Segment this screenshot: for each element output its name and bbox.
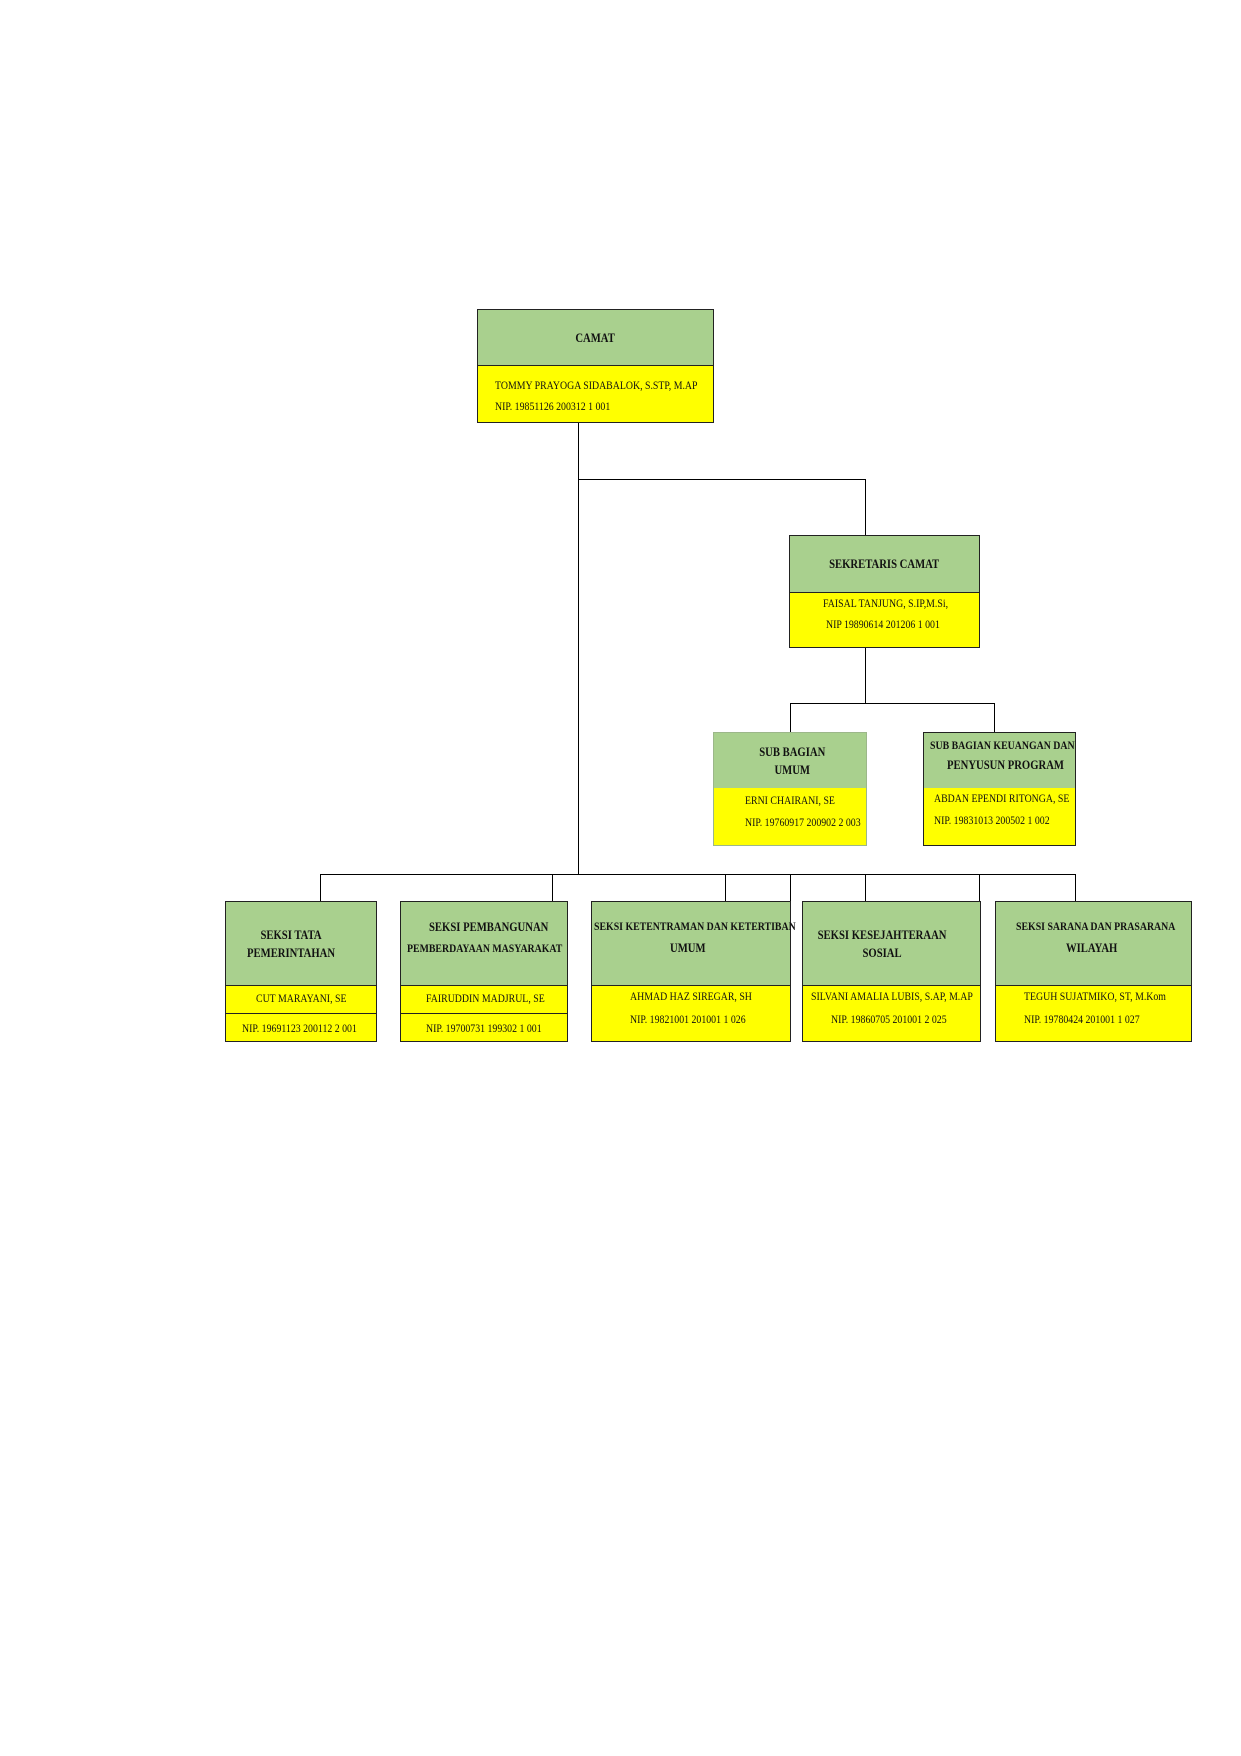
connector-seksi-v3 xyxy=(725,874,726,902)
sub-keuangan-header: SUB BAGIAN KEUANGAN DAN PENYUSUN PROGRAM xyxy=(924,733,1075,788)
sub-keuangan-nip: NIP. 19831013 200502 1 002 xyxy=(934,813,1050,827)
connector-seksi-v6 xyxy=(979,874,980,902)
connector-camat-sekretaris-h xyxy=(578,479,866,480)
seksi-kesejahteraan-header: SEKSI KESEJAHTERAAN SOSIAL xyxy=(803,902,980,986)
seksi-kesejahteraan-nip: NIP. 19860705 201001 2 025 xyxy=(831,1012,947,1026)
seksi-pemerintahan-header: SEKSI TATA PEMERINTAHAN xyxy=(226,902,376,986)
connector-sekretaris-down xyxy=(865,648,866,703)
seksi-sarana-body: TEGUH SUJATMIKO, ST, M.Kom NIP. 19780424… xyxy=(996,986,1191,1041)
sub-keuangan-body: ABDAN EPENDI RITONGA, SE NIP. 19831013 2… xyxy=(924,788,1075,845)
connector-seksi-v2 xyxy=(552,874,553,902)
seksi-kesejahteraan-box: SEKSI KESEJAHTERAAN SOSIAL SILVANI AMALI… xyxy=(802,901,981,1042)
connector-seksi-h xyxy=(320,874,1076,875)
seksi-ketentraman-body: AHMAD HAZ SIREGAR, SH NIP. 19821001 2010… xyxy=(592,986,790,1041)
sub-keuangan-box: SUB BAGIAN KEUANGAN DAN PENYUSUN PROGRAM… xyxy=(923,732,1076,846)
seksi-pemerintahan-name: CUT MARAYANI, SE xyxy=(256,991,347,1005)
connector-seksi-v4 xyxy=(790,874,791,902)
camat-box: CAMAT TOMMY PRAYOGA SIDABALOK, S.STP, M.… xyxy=(477,309,714,423)
seksi-ketentraman-box: SEKSI KETENTRAMAN DAN KETERTIBAN UMUM AH… xyxy=(591,901,796,1042)
sub-umum-body: ERNI CHAIRANI, SE NIP. 19760917 200902 2… xyxy=(714,788,866,845)
seksi-sarana-title-line2: WILAYAH xyxy=(1066,940,1118,955)
connector-sub-umum-v xyxy=(790,703,791,733)
seksi-pembangunan-box: SEKSI PEMBANGUNAN PEMBERDAYAAN MASYARAKA… xyxy=(400,901,568,1042)
seksi-pembangunan-nip: NIP. 19700731 199302 1 001 xyxy=(426,1021,542,1035)
seksi-pembangunan-name: FAIRUDDIN MADJRUL, SE xyxy=(426,991,545,1005)
sub-keuangan-name: ABDAN EPENDI RITONGA, SE xyxy=(934,791,1070,805)
seksi-pemerintahan-nip: NIP. 19691123 200112 2 001 xyxy=(242,1021,357,1035)
seksi-kesejahteraan-name: SILVANI AMALIA LUBIS, S.AP, M.AP xyxy=(811,989,973,1003)
camat-name: TOMMY PRAYOGA SIDABALOK, S.STP, M.AP xyxy=(495,378,698,392)
sekretaris-header: SEKRETARIS CAMAT xyxy=(790,536,979,593)
seksi-ketentraman-nip: NIP. 19821001 201001 1 026 xyxy=(630,1012,746,1026)
seksi-sarana-box: SEKSI SARANA DAN PRASARANA WILAYAH TEGUH… xyxy=(995,901,1192,1042)
seksi-ketentraman-title-line2: UMUM xyxy=(670,940,706,955)
seksi-ketentraman-title-line1: SEKSI KETENTRAMAN DAN KETERTIBAN xyxy=(594,919,796,933)
seksi-pemerintahan-box: SEKSI TATA PEMERINTAHAN CUT MARAYANI, SE… xyxy=(225,901,377,1042)
seksi-sarana-name: TEGUH SUJATMIKO, ST, M.Kom xyxy=(1024,989,1166,1003)
seksi-kesejahteraan-body: SILVANI AMALIA LUBIS, S.AP, M.AP NIP. 19… xyxy=(803,986,980,1041)
camat-header: CAMAT xyxy=(478,310,713,366)
seksi-ketentraman-header: SEKSI KETENTRAMAN DAN KETERTIBAN UMUM xyxy=(592,902,796,986)
sekretaris-body: FAISAL TANJUNG, S.IP,M.Si, NIP 19890614 … xyxy=(790,593,979,647)
seksi-sarana-title-line1: SEKSI SARANA DAN PRASARANA xyxy=(1016,919,1176,933)
sub-keuangan-title-line2: PENYUSUN PROGRAM xyxy=(947,757,1064,772)
sub-umum-title: SUB BAGIAN UMUM xyxy=(759,743,826,777)
connector-seksi-v1 xyxy=(320,874,321,902)
camat-body: TOMMY PRAYOGA SIDABALOK, S.STP, M.AP NIP… xyxy=(478,366,713,422)
connector-camat-trunk xyxy=(578,423,579,875)
seksi-pembangunan-title-line1: SEKSI PEMBANGUNAN xyxy=(429,919,549,934)
connector-sub-keuangan-v xyxy=(994,703,995,733)
sub-umum-header: SUB BAGIAN UMUM xyxy=(714,733,866,788)
sub-umum-name: ERNI CHAIRANI, SE xyxy=(745,793,835,807)
seksi-pembangunan-body: FAIRUDDIN MADJRUL, SE NIP. 19700731 1993… xyxy=(401,986,567,1041)
seksi-ketentraman-name: AHMAD HAZ SIREGAR, SH xyxy=(630,989,752,1003)
seksi-sarana-nip: NIP. 19780424 201001 1 027 xyxy=(1024,1012,1140,1026)
connector-seksi-v5 xyxy=(865,874,866,902)
camat-title: CAMAT xyxy=(575,329,616,345)
sekretaris-box: SEKRETARIS CAMAT FAISAL TANJUNG, S.IP,M.… xyxy=(789,535,980,648)
connector-subbagian-h xyxy=(790,703,995,704)
connector-seksi-v7 xyxy=(1075,874,1076,902)
connector-sekretaris-v xyxy=(865,479,866,536)
sekretaris-nip: NIP 19890614 201206 1 001 xyxy=(826,617,940,631)
sub-umum-box: SUB BAGIAN UMUM ERNI CHAIRANI, SE NIP. 1… xyxy=(713,732,867,846)
seksi-pembangunan-title-line2: PEMBERDAYAAN MASYARAKAT xyxy=(407,941,563,955)
sub-keuangan-title-line1: SUB BAGIAN KEUANGAN DAN xyxy=(930,738,1075,752)
seksi-pemerintahan-title: SEKSI TATA PEMERINTAHAN xyxy=(247,926,336,960)
seksi-pemerintahan-body: CUT MARAYANI, SE NIP. 19691123 200112 2 … xyxy=(226,986,376,1041)
sekretaris-title: SEKRETARIS CAMAT xyxy=(829,556,940,571)
sekretaris-name: FAISAL TANJUNG, S.IP,M.Si, xyxy=(823,596,949,610)
seksi-kesejahteraan-title: SEKSI KESEJAHTERAAN SOSIAL xyxy=(817,926,947,960)
camat-nip: NIP. 19851126 200312 1 001 xyxy=(495,399,611,413)
seksi-sarana-header: SEKSI SARANA DAN PRASARANA WILAYAH xyxy=(996,902,1191,986)
seksi-pembangunan-header: SEKSI PEMBANGUNAN PEMBERDAYAAN MASYARAKA… xyxy=(401,902,567,986)
sub-umum-nip: NIP. 19760917 200902 2 003 xyxy=(745,815,861,829)
